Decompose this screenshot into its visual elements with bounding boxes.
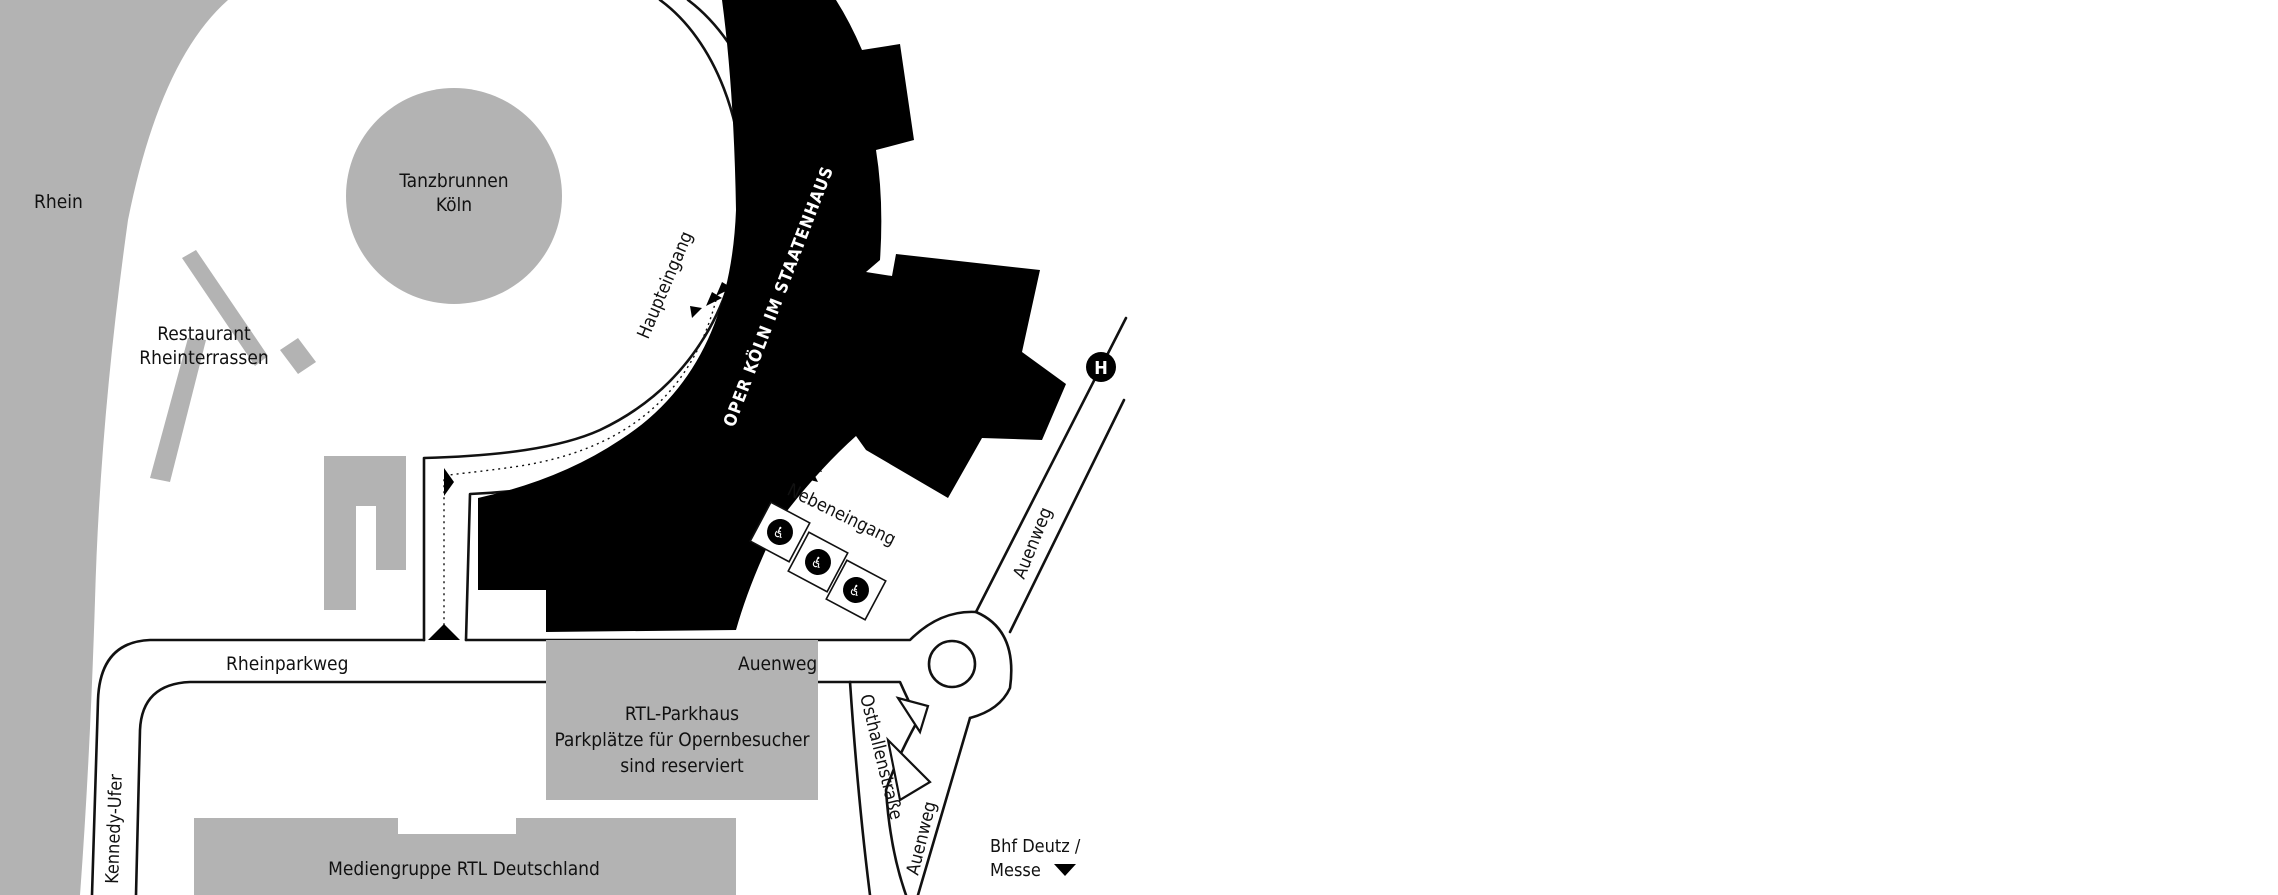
street-rheinparkweg: Rheinparkweg xyxy=(226,653,348,675)
restaurant-building xyxy=(182,250,268,366)
entrance-arrow-icon xyxy=(802,470,818,482)
tanzbrunnen-label-2: Köln xyxy=(436,194,472,216)
entrance-arrow-icon xyxy=(716,282,732,296)
road-osthallenstrasse-left xyxy=(848,680,872,895)
tanzbrunnen-area xyxy=(346,88,562,304)
small-building xyxy=(324,456,406,610)
street-auenweg: Auenweg xyxy=(738,653,817,675)
entrance-arrow-icon xyxy=(806,460,822,472)
bus-stop-icon xyxy=(1086,352,1116,382)
wheelchair-icon xyxy=(805,549,831,575)
restaurant-label-1: Restaurant xyxy=(157,323,251,345)
road-rheinparkweg-bottom xyxy=(134,680,852,895)
entrance-arrow-icon xyxy=(726,272,742,286)
rtl-parkhaus-area xyxy=(546,640,818,800)
river-rhein-area xyxy=(0,0,228,895)
road-osthallenstrasse-right xyxy=(884,718,920,895)
street-kennedy-ufer: Kennedy-Ufer xyxy=(102,773,127,884)
road-auenweg-top xyxy=(464,610,978,642)
side-entrance-arrows xyxy=(802,460,822,482)
road-auenweg-diag-right xyxy=(1008,398,1126,634)
station-label-1: Bhf Deutz / xyxy=(990,836,1081,857)
entrance-arrow-icon xyxy=(428,624,460,640)
tanzbrunnen-label-1: Tanzbrunnen xyxy=(398,170,508,192)
parking-label-2: Parkplätze für Opernbesucher xyxy=(554,729,810,751)
rtl-building-area xyxy=(194,818,736,895)
parking-label-3: sind reserviert xyxy=(620,755,744,777)
disabled-parking-space: ♿ xyxy=(787,531,849,593)
parking-label-1: RTL-Parkhaus xyxy=(625,703,739,725)
rtl-building-label: Mediengruppe RTL Deutschland xyxy=(328,858,600,880)
restaurant-building-arm xyxy=(150,338,206,482)
disabled-parking-space: ♿ xyxy=(825,559,887,621)
bus-stop: H xyxy=(1086,352,1116,382)
road-outer-curve xyxy=(422,0,745,642)
wheelchair-icon xyxy=(767,519,793,545)
arrow-down-icon xyxy=(1054,864,1076,876)
street-auenweg-diagonal: Auenweg xyxy=(1009,504,1057,581)
road-rheinparkweg-top xyxy=(90,638,426,895)
entrance-arrow-icon xyxy=(690,306,702,318)
restaurant-label-2: Rheinterrassen xyxy=(139,347,268,369)
roundabout-outer-edge xyxy=(968,610,1013,720)
roundabout-island xyxy=(927,639,977,689)
bus-stop-symbol: H xyxy=(1094,358,1108,379)
entrance-arrow-icon xyxy=(706,292,722,306)
restaurant-building-annex xyxy=(280,338,316,374)
opera-building xyxy=(478,0,1066,632)
entrance-arrow-icon xyxy=(444,468,454,496)
main-entrance-label: Haupteingang xyxy=(633,228,697,342)
river-label: Rhein xyxy=(34,191,83,213)
road-auenweg-lower-right xyxy=(916,716,972,895)
station-label-2: Messe xyxy=(990,860,1041,881)
traffic-island-2 xyxy=(886,736,932,802)
disabled-parking-space: ♿ xyxy=(749,501,811,563)
wheelchair-icon xyxy=(843,577,869,603)
traffic-island-1 xyxy=(895,696,930,735)
main-entrance-arrows xyxy=(690,272,742,318)
